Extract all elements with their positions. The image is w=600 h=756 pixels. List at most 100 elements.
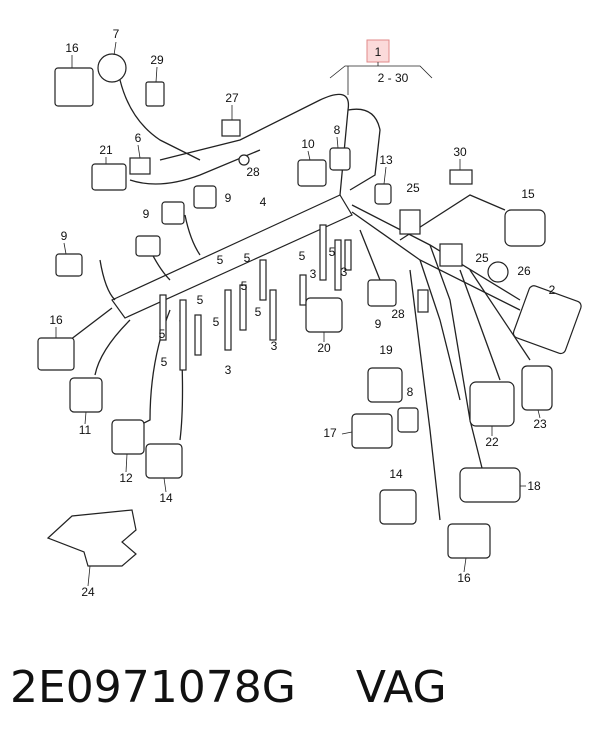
connector-9-b: [193, 185, 217, 209]
connector-10: [297, 159, 327, 187]
callout-number: 16: [457, 571, 471, 585]
callout-number: 3: [310, 267, 317, 281]
part-number: 2E0971078G: [10, 662, 296, 713]
callout-number: 14: [389, 467, 403, 481]
connector-23: [521, 365, 553, 411]
clip-29: [145, 81, 165, 107]
connectors: [37, 53, 582, 567]
callout-number: 17: [323, 426, 337, 440]
callout-number: 9: [143, 207, 150, 221]
callout-number: 28: [246, 165, 260, 179]
trunk-stubs: [159, 224, 352, 371]
callout-number: 16: [65, 41, 79, 55]
callout-number: 5: [197, 293, 204, 307]
callout-number: 11: [79, 423, 92, 437]
callout-number: 29: [150, 53, 164, 67]
ring-26: [487, 261, 509, 283]
callout-number: 28: [391, 307, 405, 321]
callout-number: 18: [527, 479, 541, 493]
bracket-6: [129, 157, 151, 175]
connector-9-a: [161, 201, 185, 225]
caption: 2E0971078G VAG: [10, 662, 590, 732]
connector-20: [305, 297, 343, 333]
connector-17: [351, 413, 393, 449]
callout-number: 5: [299, 249, 306, 263]
callout-number: 16: [49, 313, 63, 327]
callout-number: 9: [225, 191, 232, 205]
callout-number: 3: [341, 265, 348, 279]
range-label: 2 - 30: [378, 71, 409, 85]
callout-number: 14: [159, 491, 173, 505]
callout-number: 5: [329, 245, 336, 259]
stud-28-top: [238, 154, 250, 166]
callout-number: 25: [475, 251, 489, 265]
callout-number: 2: [549, 283, 556, 297]
connector-11: [69, 377, 103, 413]
callout-number: 20: [317, 341, 331, 355]
stud-28-right: [417, 289, 429, 313]
main-conduit: [111, 194, 353, 319]
callout-number: 13: [379, 153, 393, 167]
callout-labels: 16 7 29 27 21 6 28 10 8 13 30 9 9 4 25 1…: [49, 27, 555, 599]
brand-label: VAG: [355, 662, 447, 713]
callout-number: 30: [453, 145, 467, 159]
callout-number: 25: [406, 181, 420, 195]
callout-number: 8: [407, 385, 414, 399]
callout-number: 15: [521, 187, 535, 201]
callout-number: 5: [213, 315, 220, 329]
sensor-13: [374, 183, 392, 205]
callout-number: 5: [159, 327, 166, 341]
holder-25-b: [439, 243, 463, 267]
callout-number: 7: [113, 27, 120, 41]
connector-2: [512, 285, 582, 355]
callout-number: 5: [241, 279, 248, 293]
callout-number: 27: [225, 91, 239, 105]
range-bracket: [329, 62, 433, 79]
connector-14-right: [379, 489, 417, 525]
callout-number: 24: [81, 585, 95, 599]
holder-25-a: [399, 209, 421, 235]
connector-9-c: [135, 235, 161, 257]
connector-9-d: [55, 253, 83, 277]
leader-lines: [55, 41, 541, 587]
callout-number: 3: [225, 363, 232, 377]
callout-number: 4: [260, 195, 267, 209]
connector-16-top: [54, 67, 94, 107]
callout-number: 9: [375, 317, 382, 331]
connector-21: [91, 163, 127, 191]
sensor-15: [504, 209, 546, 247]
callout-number: 19: [379, 343, 393, 357]
callout-number: 22: [485, 435, 499, 449]
callout-number: 21: [99, 143, 113, 157]
connector-16-left: [37, 337, 75, 371]
callout-number: 3: [271, 339, 278, 353]
callout-number: 5: [255, 305, 262, 319]
callout-number: 26: [517, 264, 531, 278]
sensor-7: [97, 53, 127, 83]
holder-27: [221, 119, 241, 137]
connector-19: [367, 367, 403, 403]
connector-14-left: [145, 443, 183, 479]
harness-trunk: [69, 79, 531, 521]
callout-label: 1: [375, 45, 382, 59]
callout-number: 9: [61, 229, 68, 243]
clip-30: [449, 169, 473, 185]
connector-8-mid: [397, 407, 419, 433]
callout-number: 6: [135, 131, 142, 145]
connector-12: [111, 419, 145, 455]
main-callout: 1 2 - 30: [329, 39, 433, 95]
callout-number: 10: [301, 137, 315, 151]
connector-9-e: [367, 279, 397, 307]
callout-number: 5: [217, 253, 224, 267]
callout-number: 12: [119, 471, 133, 485]
wiring-harness-diagram: 1 2 - 30: [37, 27, 582, 599]
connector-18: [459, 467, 521, 503]
mat-24: [46, 509, 137, 567]
connector-22: [469, 381, 515, 427]
connector-16-bottom: [447, 523, 491, 559]
callout-number: 8: [334, 123, 341, 137]
callout-number: 23: [533, 417, 547, 431]
callout-number: 5: [161, 355, 168, 369]
connector-8-top: [329, 147, 351, 171]
callout-number: 5: [244, 251, 251, 265]
